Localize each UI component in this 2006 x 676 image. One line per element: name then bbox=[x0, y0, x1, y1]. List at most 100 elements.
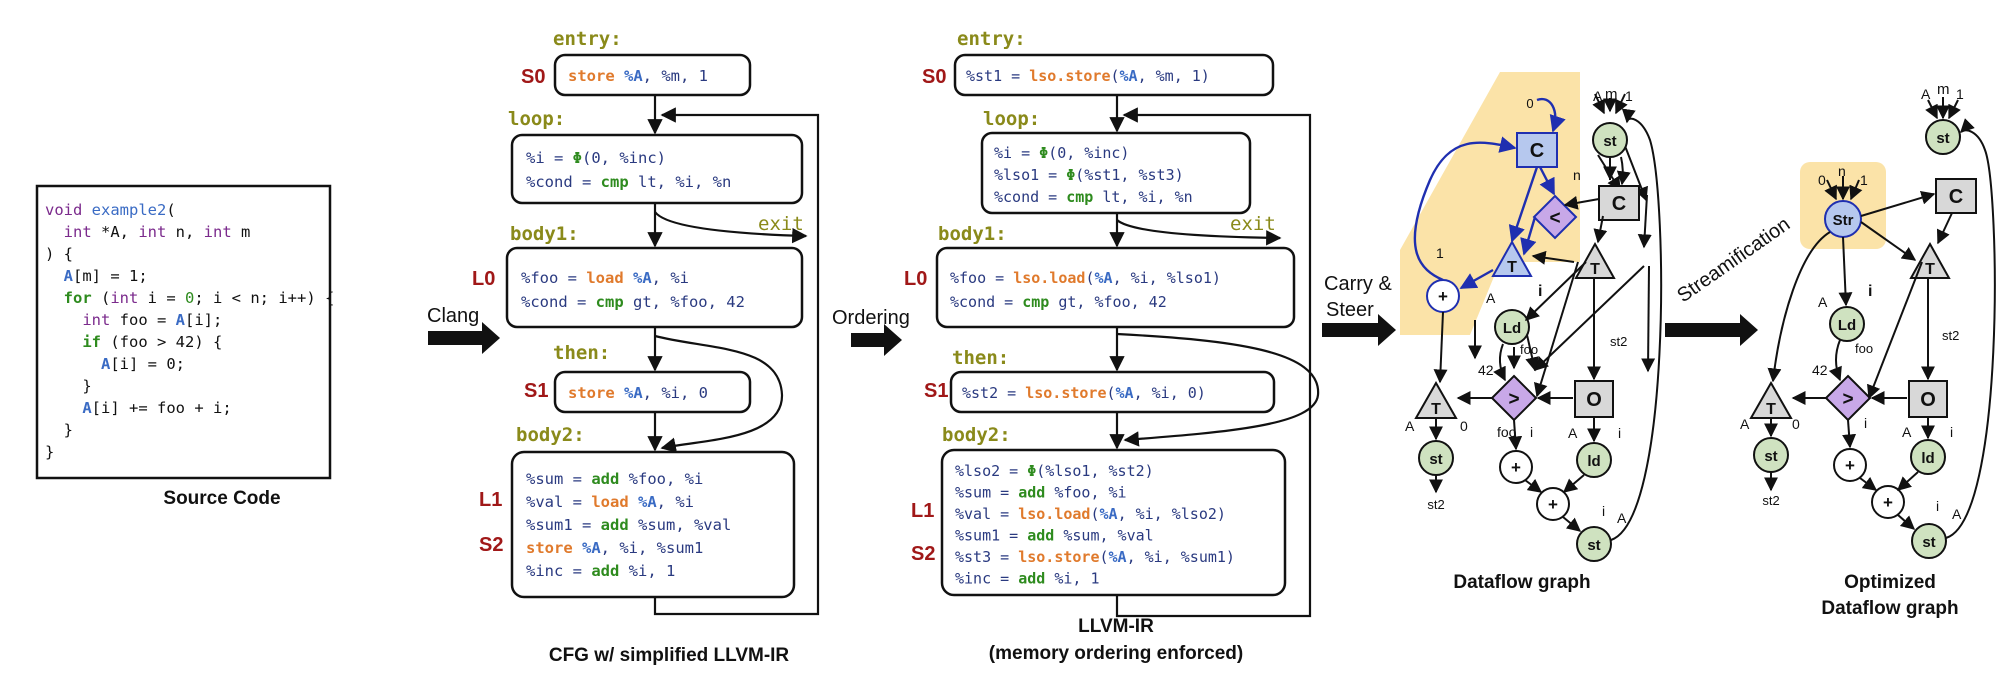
dfg-label-zero: 0 bbox=[1526, 96, 1533, 111]
code-token bbox=[45, 267, 64, 285]
code-token: %i, 1 bbox=[619, 562, 675, 580]
odfg-add1-node bbox=[1833, 448, 1867, 482]
ordering-label: Ordering bbox=[832, 307, 910, 329]
code-token: , %i, %lso2) bbox=[1118, 505, 1226, 523]
source-code-lines: void example2( int *A, int n, int m) { A… bbox=[45, 201, 334, 461]
code-token: [m] = 1; bbox=[73, 267, 148, 285]
code-token: , %i, %sum1 bbox=[601, 539, 704, 557]
code-line: %st2 = lso.store(%A, %i, 0) bbox=[962, 384, 1206, 402]
dfg-o-label: O bbox=[1586, 389, 1602, 411]
code-token: %A bbox=[624, 269, 653, 287]
cfg1-body2-block bbox=[510, 450, 796, 599]
dfg-steer-t-label: T bbox=[1507, 259, 1517, 276]
code-token bbox=[45, 289, 64, 307]
source-caption: Source Code bbox=[163, 488, 280, 509]
code-token: %st1 = bbox=[966, 67, 1029, 85]
code-line: %cond = cmp lt, %i, %n bbox=[526, 173, 731, 191]
code-token: add bbox=[1018, 570, 1045, 588]
ordering-arrow-shape bbox=[851, 324, 902, 356]
code-token: load bbox=[591, 493, 628, 511]
code-token: %A bbox=[615, 384, 644, 402]
code-token: %foo = bbox=[521, 269, 586, 287]
dfg-carry-c-node bbox=[1516, 132, 1558, 168]
clang-label: Clang bbox=[427, 305, 479, 327]
odfg-label-foo: foo bbox=[1855, 341, 1873, 356]
code-line: %val = lso.load(%A, %i, %lso2) bbox=[955, 505, 1226, 523]
code-token: *A, bbox=[92, 223, 139, 241]
dfg-gt-label: > bbox=[1508, 389, 1519, 410]
code-token: ( bbox=[1090, 505, 1099, 523]
code-token: lso.load bbox=[1013, 269, 1085, 287]
code-token: cmp bbox=[596, 293, 624, 311]
cfg2-label-body1: body1: bbox=[938, 223, 1007, 245]
carry-steer-arrow-shape bbox=[1322, 314, 1396, 346]
clang-arrow-shape bbox=[428, 322, 500, 354]
code-token: add bbox=[591, 562, 619, 580]
code-token: (0, %inc) bbox=[1048, 144, 1129, 162]
odfg-caption-line2: Dataflow graph bbox=[1821, 598, 1958, 619]
cfg1-marker-s1: S1 bbox=[524, 380, 548, 402]
code-token: %sum, %val bbox=[629, 516, 732, 534]
dfg-label-42: 42 bbox=[1478, 362, 1494, 378]
code-line: %inc = add %i, 1 bbox=[955, 570, 1100, 588]
code-line: ) { bbox=[45, 245, 73, 263]
dfg-caption: Dataflow graph bbox=[1453, 572, 1590, 593]
dfg-label-a-ld: A bbox=[1486, 290, 1496, 306]
code-token: lso.store bbox=[1025, 384, 1106, 402]
cfg1-loop-block bbox=[510, 133, 804, 205]
code-token: (0, %inc) bbox=[582, 149, 666, 167]
code-token: %val = bbox=[955, 505, 1018, 523]
cfg2-entry-block bbox=[953, 53, 1275, 97]
cfg2-label-entry: entry: bbox=[957, 28, 1026, 50]
code-token: , %i bbox=[657, 493, 694, 511]
code-token: Φ bbox=[1027, 462, 1036, 480]
code-token: } bbox=[45, 377, 92, 395]
odfg-label-n: n bbox=[1838, 163, 1846, 179]
dfg-c-label: C bbox=[1612, 193, 1626, 215]
dfg-ld-node bbox=[1494, 309, 1530, 345]
code-token bbox=[45, 355, 101, 373]
odfg-ld-node bbox=[1829, 306, 1865, 342]
code-token: cmp bbox=[1066, 188, 1093, 206]
dfg-t-right-label: T bbox=[1590, 261, 1600, 278]
cfg1-marker-l1: L1 bbox=[479, 489, 502, 511]
odfg-st-bottom-node bbox=[1911, 523, 1947, 559]
code-token: %i = bbox=[994, 144, 1039, 162]
streamification-arrow-shape bbox=[1665, 314, 1758, 346]
cfg2-caption-line1: LLVM-IR bbox=[1078, 616, 1154, 637]
code-line: %sum1 = add %sum, %val bbox=[955, 527, 1154, 545]
dfg-add1-label: + bbox=[1511, 458, 1521, 477]
odfg-label-i-add: i bbox=[1864, 415, 1867, 431]
code-token: (%st1, %st3) bbox=[1075, 166, 1183, 184]
code-line: A[m] = 1; bbox=[45, 267, 148, 285]
odfg-label-i-str: i bbox=[1868, 283, 1872, 300]
code-line: %foo = load %A, %i bbox=[521, 269, 689, 287]
code-token: %A bbox=[1120, 67, 1138, 85]
code-token: %lso1 = bbox=[994, 166, 1066, 184]
code-token: %sum = bbox=[526, 470, 591, 488]
code-token: load bbox=[586, 269, 623, 287]
odfg-label-a-top: A bbox=[1921, 86, 1931, 102]
carry-steer-arrow: Carry & Steer bbox=[1322, 273, 1396, 346]
odfg-t-right-label: T bbox=[1925, 261, 1935, 278]
code-token: add bbox=[1018, 484, 1045, 502]
code-token: , %i, 0) bbox=[1134, 384, 1206, 402]
code-token: Φ bbox=[1066, 166, 1075, 184]
odfg-connections bbox=[1764, 97, 1996, 539]
code-token: store bbox=[568, 384, 615, 402]
cfg2-caption-line2: (memory ordering enforced) bbox=[989, 643, 1243, 664]
odfg-label-i-st: i bbox=[1936, 498, 1939, 514]
dfg-steer-t-node bbox=[1491, 239, 1533, 277]
code-token: foo = bbox=[110, 311, 175, 329]
dfg-connections bbox=[1429, 108, 1663, 541]
code-token: ) { bbox=[45, 245, 73, 263]
code-token: %A bbox=[1095, 269, 1113, 287]
optimized-dataflow-graph: Str st C T Ld > O T st + + ld st bbox=[1740, 81, 1996, 619]
code-token: %val = bbox=[526, 493, 591, 511]
code-token: Φ bbox=[573, 149, 582, 167]
odfg-label-zero-t: 0 bbox=[1792, 416, 1800, 432]
cfg2-label-loop: loop: bbox=[983, 108, 1040, 130]
code-token: n, bbox=[166, 223, 203, 241]
dfg-st-top-node bbox=[1592, 122, 1628, 158]
code-token: m bbox=[232, 223, 251, 241]
